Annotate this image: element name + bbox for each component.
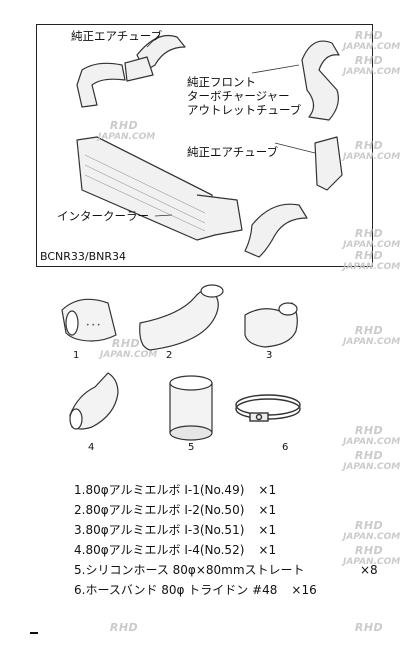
parts-illustrations: • • • 1 2 3 4 5 6 [0,275,416,465]
parts-drawing: • • • [61,284,301,441]
turbo-outlet-tube [301,40,340,121]
part-number-2: 2 [166,350,173,361]
svg-text:• • •: • • • [86,322,100,329]
list-item: 3.80φアルミエルボ I-3(No.51)×1 [74,523,277,537]
footer-mark [30,632,38,634]
elbow-pipe-top-left [76,62,126,108]
elbow-pipe-bottom [244,203,308,258]
part-number-5: 5 [188,442,195,453]
watermark-logo: RHD [354,621,384,634]
callout-turbo-outlet: 純正フロント ターボチャージャー アウトレットチューブ [187,75,302,117]
callout-intercooler: インタークーラー [57,209,149,223]
installation-diagram: 純正エアチューブ 純正フロント ターボチャージャー アウトレットチューブ 純正エ… [36,24,373,267]
part-6-band [235,394,301,422]
watermark-logo: RHD [109,621,139,634]
list-item: 1.80φアルミエルボ I-1(No.49)×1 [74,483,277,497]
list-item: 5.シリコンホース 80φ×80mmストレート×8 [74,563,378,577]
part-number-1: 1 [73,350,80,361]
air-tube-right [314,136,343,191]
list-item: 4.80φアルミエルボ I-4(No.52)×1 [74,543,277,557]
list-item: 6.ホースバンド 80φ トライドン #48×16 [74,583,317,597]
diagram-drawing [76,34,343,258]
callout-air-tube-top: 純正エアチューブ [71,29,163,43]
list-item: 2.80φアルミエルボ I-2(No.50)×1 [74,503,277,517]
model-label: BCNR33/BNR34 [40,250,127,263]
parts-list: 1.80φアルミエルボ I-1(No.49)×1 2.80φアルミエルボ I-2… [74,480,416,600]
part-number-4: 4 [88,442,95,453]
part-2-elbow [139,289,219,351]
callout-air-tube-right: 純正エアチューブ [187,145,279,159]
part-number-3: 3 [266,350,273,361]
part-number-6: 6 [282,442,289,453]
